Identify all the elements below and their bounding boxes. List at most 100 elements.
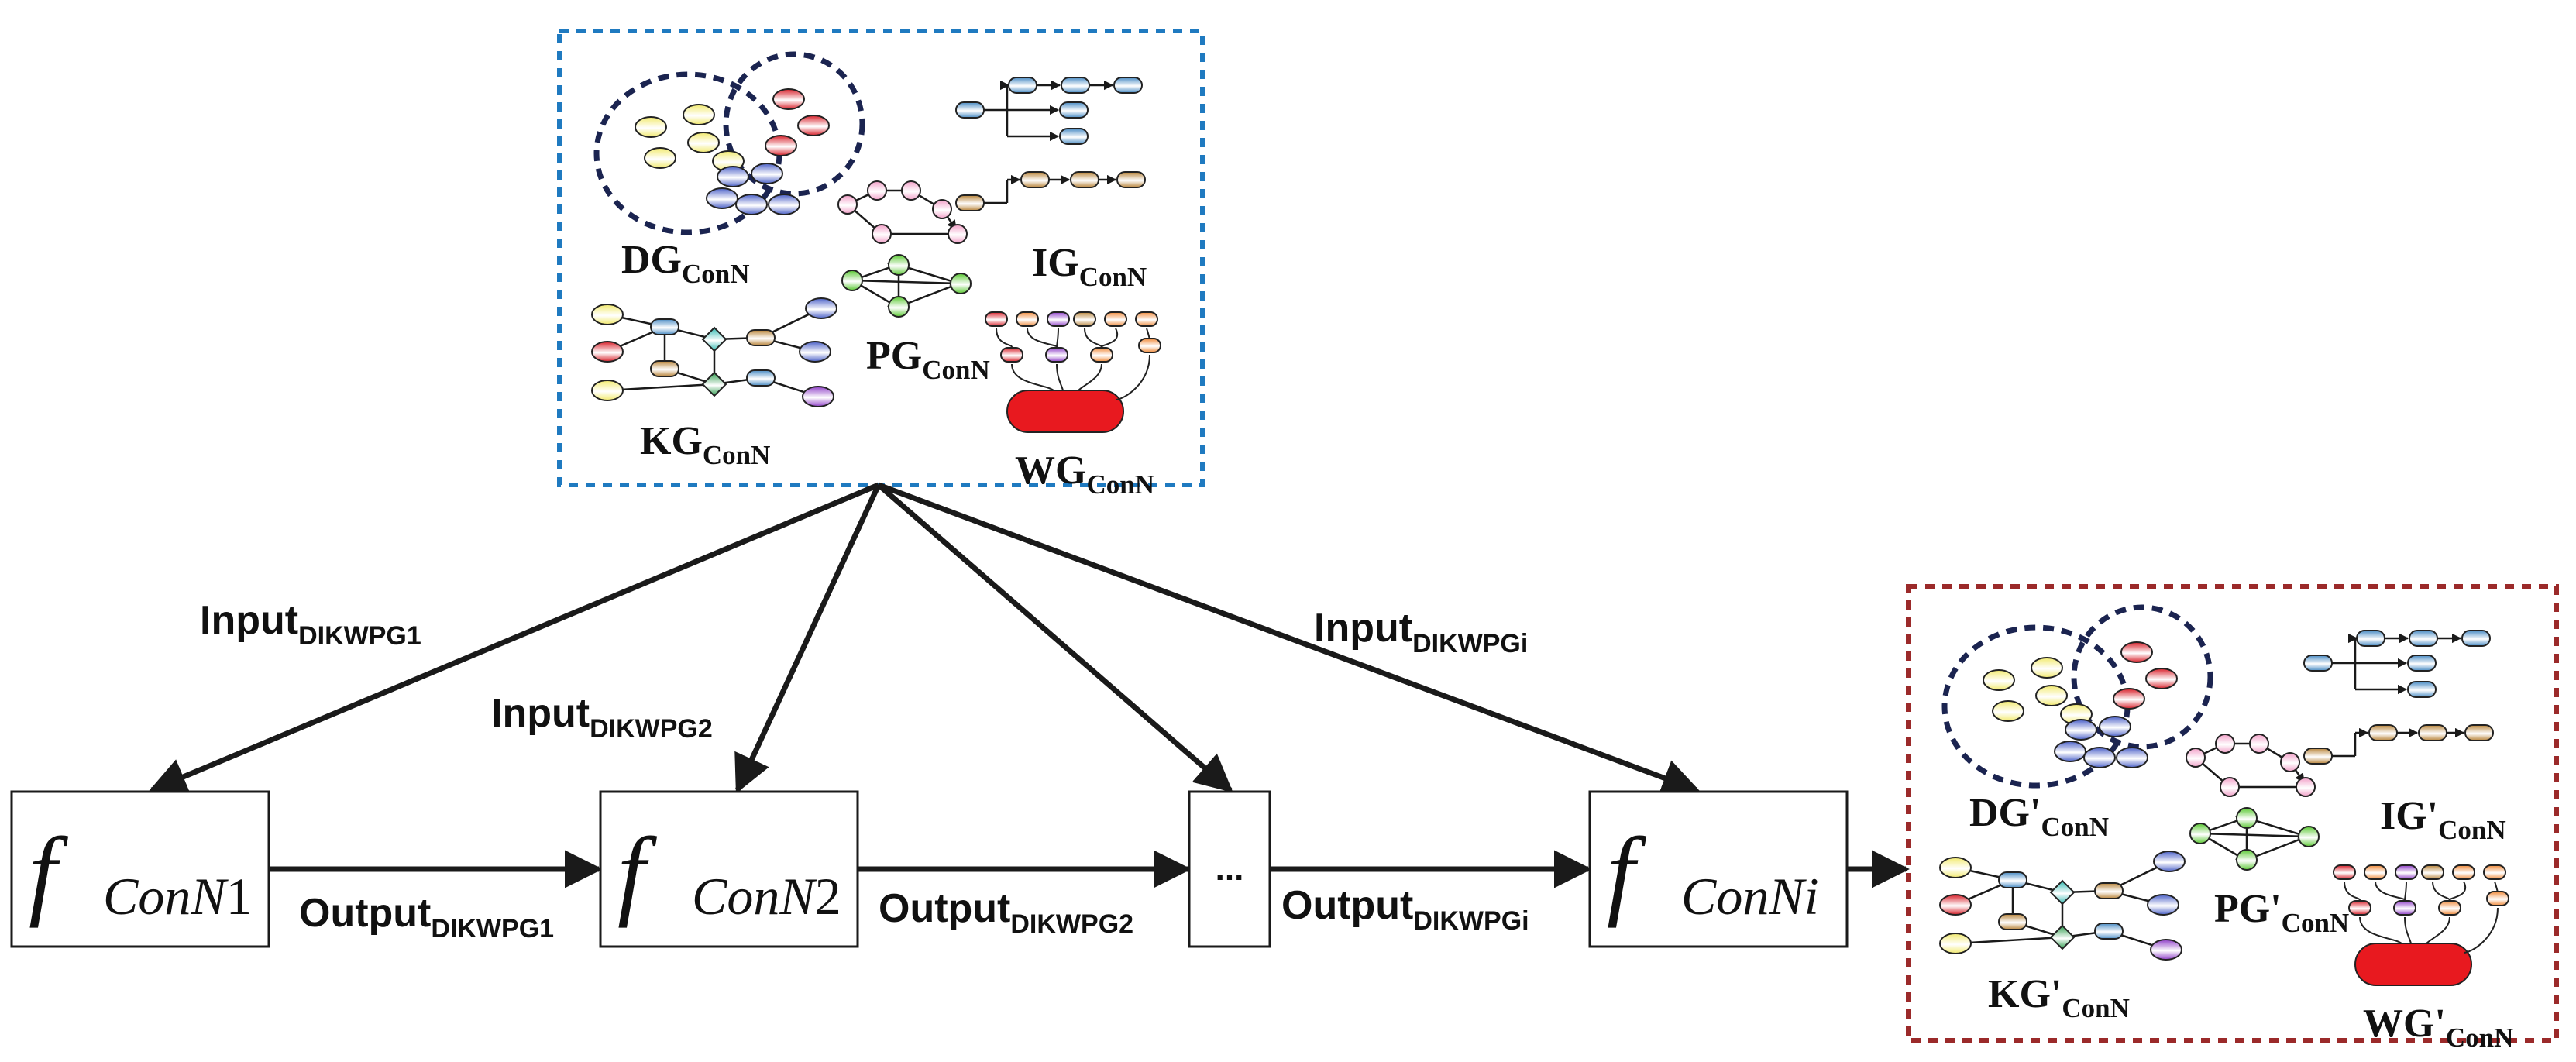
edge-labels: InputDIKWPG1InputDIKWPG2InputDIKWPGiOutp…	[200, 598, 1529, 943]
wg-branch	[2432, 881, 2450, 901]
wg-branch	[2375, 881, 2406, 901]
kg-label: KGConN	[640, 419, 770, 470]
input-arrow-1	[148, 482, 880, 795]
function-box-frame	[10, 790, 270, 948]
arrows	[148, 482, 1910, 888]
wg-branch	[996, 328, 1013, 348]
knowledge-graph	[591, 297, 837, 407]
kg-node	[1998, 871, 2027, 888]
ellipsis-box: ...	[1188, 790, 1271, 948]
ig-node	[955, 194, 985, 211]
information-graph	[955, 77, 1146, 211]
pg-node	[2189, 823, 2211, 844]
wg-branch	[1011, 363, 1054, 391]
kg-node	[1939, 857, 1972, 878]
kg-node	[701, 371, 727, 397]
pg-node	[2186, 748, 2206, 768]
kg-node	[2049, 879, 2076, 906]
ig-node	[1070, 171, 1099, 188]
output-label-3: OutputDIKWPGi	[1281, 883, 1529, 936]
wg-label: WG'ConN	[2363, 1002, 2513, 1053]
dg-node	[797, 115, 830, 136]
wg-branch	[2404, 916, 2412, 944]
dg-node	[717, 166, 749, 187]
wg-node	[1138, 338, 1161, 353]
dg-node	[644, 147, 676, 169]
ig-node	[1116, 171, 1146, 188]
connector-line	[2199, 831, 2309, 841]
wg-root-node	[1006, 390, 1124, 433]
ig-node	[1061, 77, 1090, 94]
process-graph	[2186, 734, 2320, 871]
dg-node	[2065, 719, 2097, 741]
ig-node	[1008, 77, 1037, 94]
ig-node	[2461, 630, 2491, 647]
pg-node	[2215, 734, 2235, 754]
dg-node	[683, 104, 715, 125]
kg-node	[746, 369, 776, 387]
dg-label: DGConN	[621, 238, 750, 289]
wg-branch	[2426, 916, 2450, 944]
ig-node	[2303, 655, 2333, 672]
wg-node	[1104, 311, 1127, 327]
input-label-2: InputDIKWPG2	[491, 691, 713, 744]
wg-node	[1090, 347, 1113, 363]
pg-node	[2249, 734, 2269, 754]
kg-label: KG'ConN	[1988, 972, 2130, 1023]
dg-node	[635, 116, 667, 138]
dg-node	[2031, 657, 2063, 679]
dg-node	[2113, 688, 2145, 710]
kg-node	[2150, 939, 2182, 961]
dg-node	[2035, 685, 2068, 706]
ig-node	[1113, 77, 1143, 94]
wg-branch	[2344, 881, 2361, 901]
pg-node	[841, 270, 863, 291]
wg-node	[1000, 347, 1023, 363]
ig-label: IGConN	[1032, 241, 1147, 292]
wg-branch	[2404, 881, 2407, 901]
data-graph	[1941, 604, 2213, 789]
wg-node	[1045, 347, 1068, 363]
dg-node	[2083, 747, 2116, 768]
pg-node	[2236, 807, 2258, 829]
pg-node	[2220, 777, 2240, 797]
dg-node	[765, 135, 797, 156]
ig-node	[2303, 748, 2333, 765]
ellipsis-text: ...	[1216, 850, 1244, 888]
wg-branch	[1078, 363, 1102, 391]
wg-branch	[1115, 354, 1150, 400]
function-subscript: ConN1	[103, 867, 253, 926]
information-graph	[2303, 630, 2494, 765]
ig-label: IG'ConN	[2380, 794, 2506, 845]
wg-branch	[1084, 328, 1102, 348]
pg-node	[888, 254, 910, 276]
wisdom-graph	[985, 311, 1161, 433]
wg-node	[2393, 900, 2416, 916]
function-box-frame	[1188, 790, 1271, 948]
dg-node	[2054, 741, 2086, 762]
ig-node	[2407, 681, 2437, 698]
kg-node	[591, 380, 624, 401]
pg-node	[867, 180, 887, 201]
dg-node	[751, 163, 783, 184]
wg-root-node	[2354, 943, 2472, 986]
function-box-frame	[599, 790, 859, 948]
wg-node	[2483, 864, 2506, 880]
dg-node	[2099, 716, 2131, 737]
function-subscript: ConNi	[1681, 867, 1819, 926]
ig-node	[1020, 171, 1050, 188]
ig-node	[2409, 630, 2438, 647]
wg-node	[2395, 864, 2418, 880]
input-arrow-3	[876, 483, 1233, 793]
ig-node	[955, 101, 985, 119]
input-label-1: InputDIKWPG1	[200, 598, 421, 651]
